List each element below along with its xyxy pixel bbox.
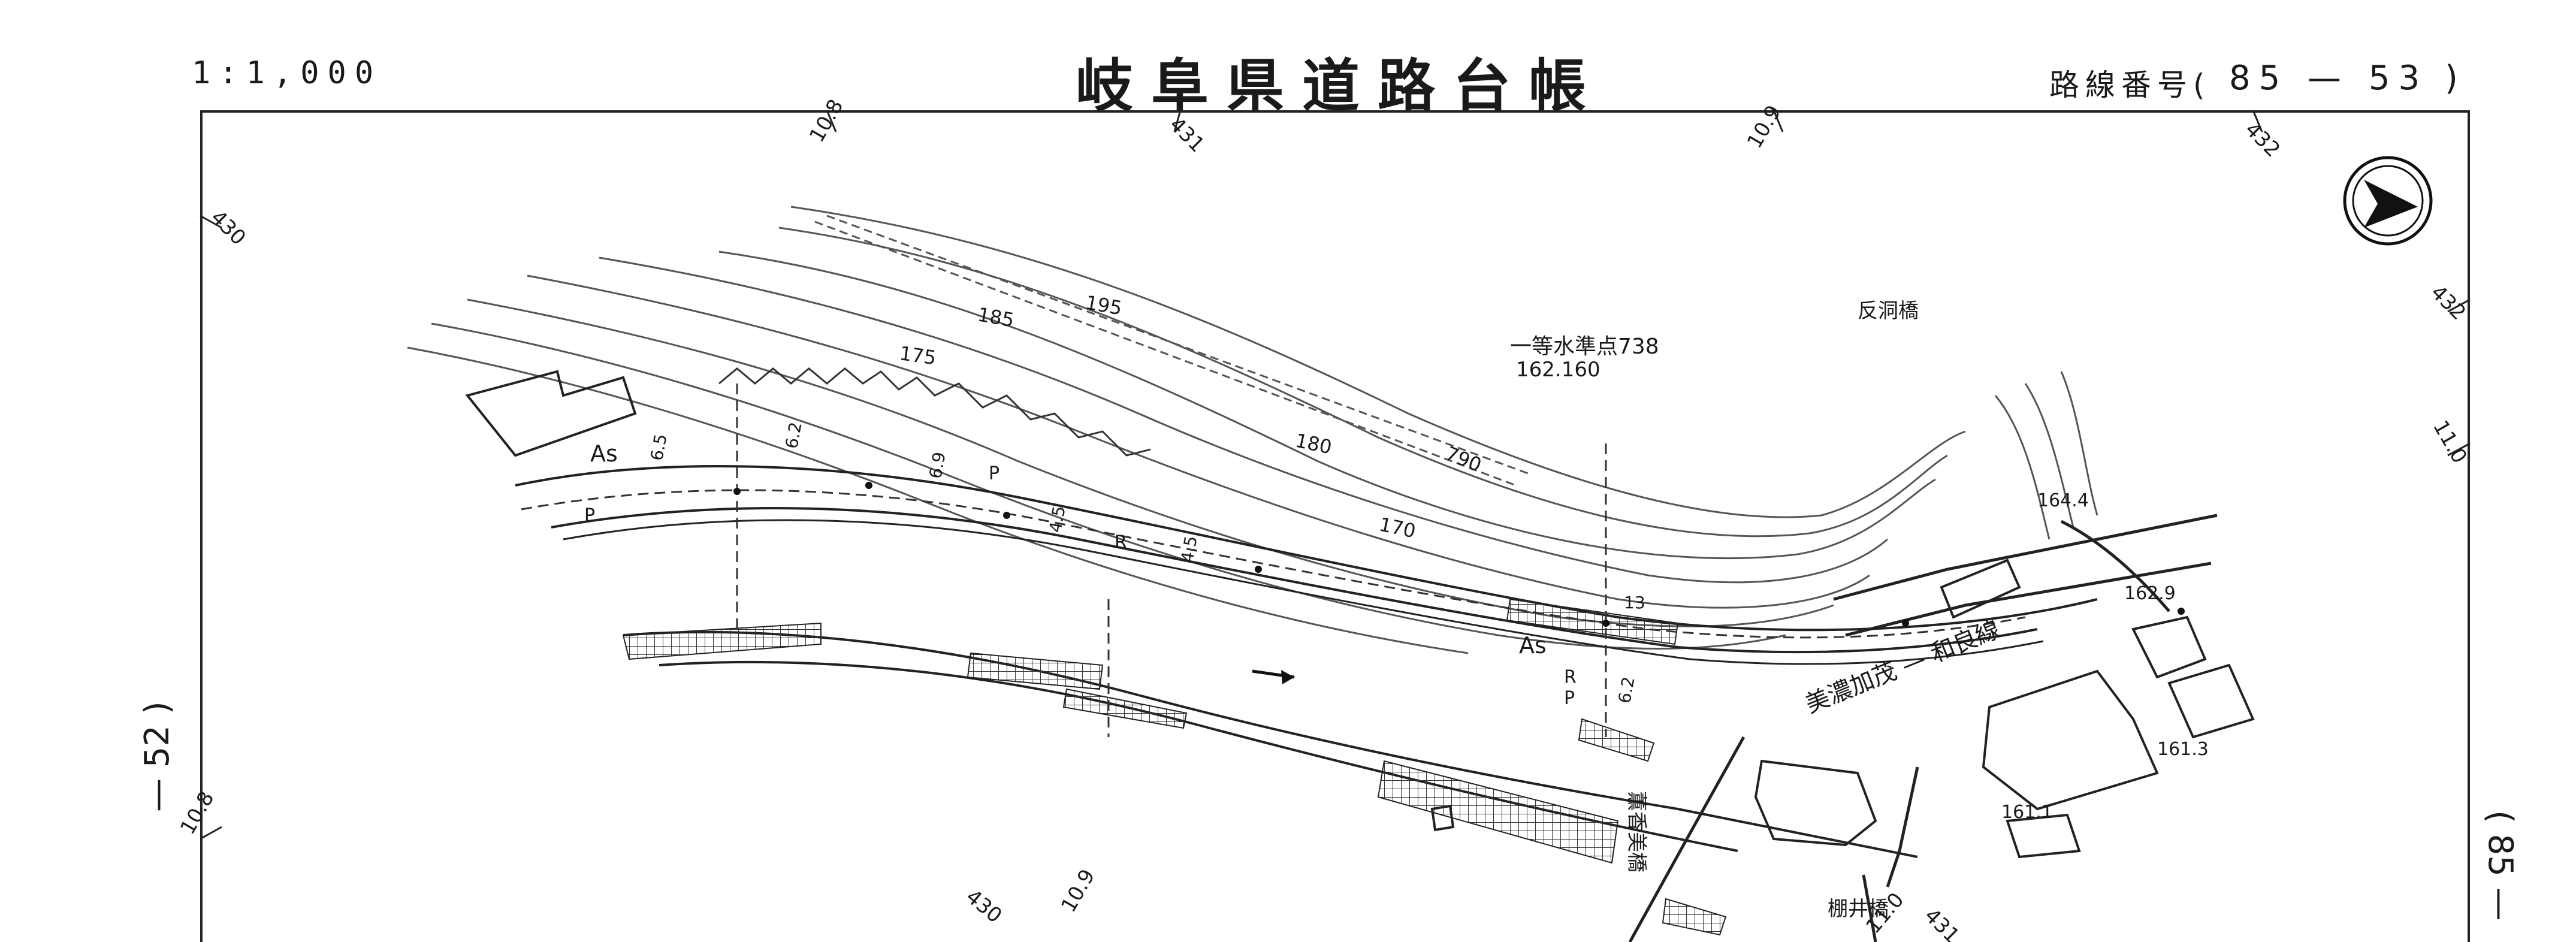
grid-tick-label-4: 432 [2240,117,2285,162]
surface-label-1: As [590,440,618,467]
traffic-direction-arrowhead [1281,670,1294,684]
bridge-label-1: 反洞橋 [1858,299,1919,323]
contour-lines [407,206,2098,654]
grid-tick-label-9: 430 [961,884,1006,928]
grid-tick-label-5: 430 [206,206,250,250]
width-label-1: 6.5 [647,433,671,463]
centerline [521,384,2026,737]
buildings [465,370,2255,859]
grid-tick-label-6: 432 [2426,280,2471,325]
grid-tick-label-1: 10.8 [805,95,848,147]
grid-tick-label-12: 431 [1920,904,1964,942]
lower-road-edge [623,630,1918,858]
bridge-label-3: 棚井橋 [1828,897,1889,921]
map-scale: 1:1,000 [192,55,382,91]
marker-label-2: P [989,463,999,484]
surface-label-2: As [1519,632,1547,659]
map-title: 岐阜県道路台帳 [1076,53,1604,120]
contour-label-180: 180 [1293,429,1334,459]
contour-label-170: 170 [1377,513,1418,543]
route-number-close: ) [2445,59,2458,98]
grid-tick-label-2: 431 [1165,113,1209,157]
elevation-label-3: 161.3 [2157,739,2209,760]
slope-protection [718,367,1151,457]
width-label-3: 6.9 [925,451,949,481]
map-frame [200,110,2470,942]
marker-label-4: R [1564,667,1577,688]
bridge-label-2: 薫香美橋 [1624,791,1648,872]
grid-tick-label-8: 10.8 [176,787,219,839]
width-label-2: 6.2 [781,421,805,451]
contour-label-790: 790 [1442,442,1485,476]
width-label-7: 6.2 [1614,675,1638,705]
width-label-6: 13 [1624,593,1645,612]
contour-label-185: 185 [976,303,1016,331]
benchmark-name: 一等水準点738 [1510,334,1659,359]
route-number-value: 85 — 53 [2229,59,2429,98]
crossing-road [1628,514,2218,942]
elevation-label-4: 161.1 [2001,802,2053,823]
benchmark-value: 162.160 [1516,358,1600,382]
width-label-5: 4.5 [1177,535,1201,564]
north-arrow-icon [2343,156,2433,246]
contour-label-195: 195 [1084,291,1124,319]
marker-label-1: P [584,505,595,526]
contour-label-175: 175 [898,342,938,369]
hatched-areas [622,598,1727,936]
grid-tick-label-7: 11.0 [2428,416,2471,468]
marker-label-5: P [1564,688,1575,709]
width-label-4: 4.5 [1045,505,1069,535]
grid-tick-label-10: 10.9 [1056,865,1100,917]
marker-label-3: R [1115,532,1127,553]
grid-tick-label-3: 10.9 [1743,101,1786,153]
elevation-label-2: 162.9 [2124,583,2176,604]
route-number-label: 路線番号( [2049,68,2211,102]
survey-markers [733,482,2185,627]
elevation-label-1: 164.4 [2037,490,2089,511]
grid-ticks [200,110,2471,840]
